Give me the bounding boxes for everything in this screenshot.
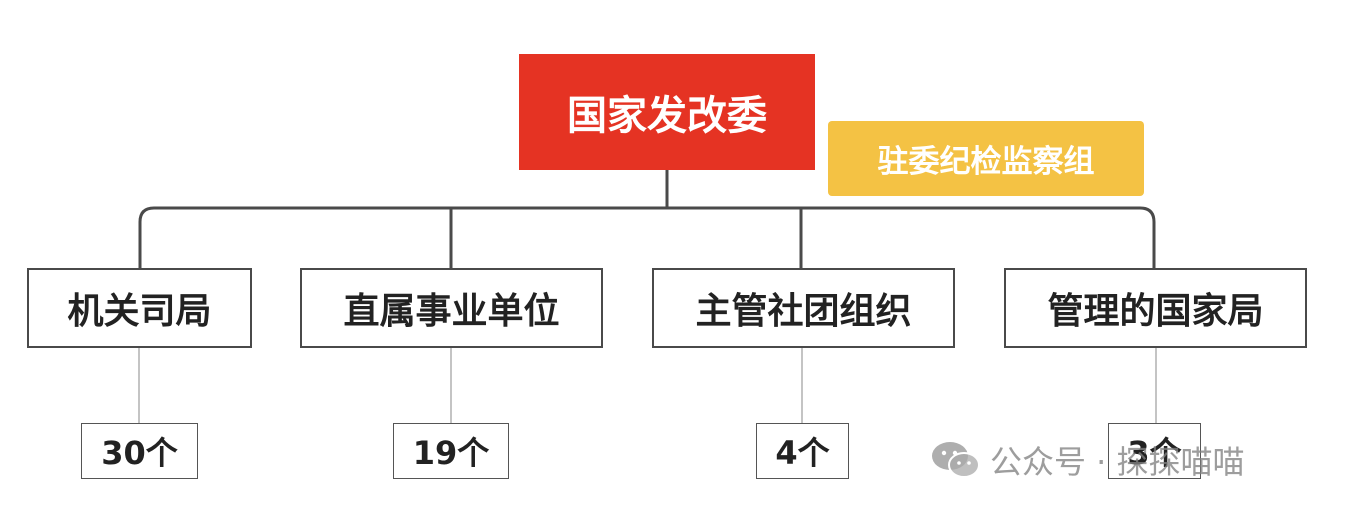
count-box-2: 19个 — [393, 423, 509, 479]
branch-node-2: 直属事业单位 — [300, 268, 603, 348]
watermark-text: 公众号 · 探探喵喵 — [990, 443, 1245, 481]
count-box-3: 4个 — [756, 423, 849, 479]
side-node: 驻委纪检监察组 — [828, 121, 1144, 196]
wechat-icon — [932, 442, 980, 478]
count-box-1: 30个 — [81, 423, 198, 479]
branch-node-3: 主管社团组织 — [652, 268, 955, 348]
watermark: 公众号 · 探探喵喵 — [930, 438, 1245, 482]
branch-node-4: 管理的国家局 — [1004, 268, 1307, 348]
branch-node-1: 机关司局 — [27, 268, 252, 348]
bus-line — [138, 206, 1156, 268]
count-box-4: 3个 — [1108, 423, 1201, 479]
root-node: 国家发改委 — [519, 54, 815, 170]
